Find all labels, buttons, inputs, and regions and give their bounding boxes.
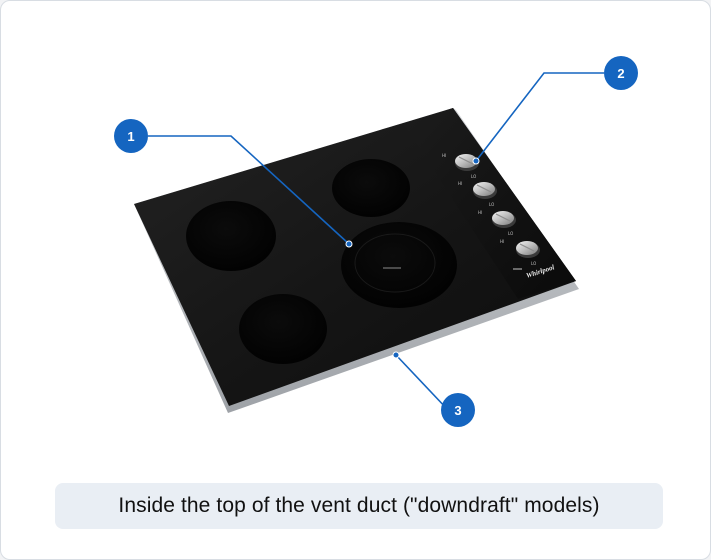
marker-2: 2: [604, 56, 638, 90]
knob-1: HI LO: [442, 153, 479, 179]
hot-surface-indicator: [513, 268, 522, 270]
marker-3-label: 3: [454, 403, 461, 418]
marker-3: 3: [441, 393, 475, 427]
burner-right-rear: [332, 159, 410, 217]
svg-text:LO: LO: [471, 174, 476, 179]
svg-text:HI: HI: [478, 210, 482, 215]
leader-dot-2: [472, 157, 480, 165]
knob-4: HI LO: [500, 239, 540, 266]
leader-dot-1: [345, 240, 353, 248]
burner-left-rear: [186, 201, 276, 271]
caption-box: Inside the top of the vent duct ("downdr…: [55, 483, 663, 529]
svg-text:LO: LO: [489, 202, 494, 207]
cooktop-diagram: HI LO HI LO HI LO HI LO: [114, 56, 638, 427]
leader-line-1: [148, 135, 350, 245]
burner-left-front: [239, 294, 327, 364]
knob-2: HI LO: [458, 181, 497, 207]
leader-lines: [148, 72, 604, 411]
marker-1-label: 1: [127, 129, 134, 144]
caption-text: Inside the top of the vent duct ("downdr…: [118, 494, 600, 517]
svg-text:LO: LO: [508, 231, 513, 236]
svg-text:LO: LO: [531, 261, 536, 266]
knob-3: HI LO: [478, 210, 516, 236]
leader-line-3: [395, 354, 449, 411]
burner-right-front-dual: [341, 222, 457, 308]
leader-line-2: [475, 72, 604, 162]
svg-text:HI: HI: [458, 181, 462, 186]
svg-text:HI: HI: [442, 153, 446, 158]
marker-2-label: 2: [617, 66, 624, 81]
svg-text:HI: HI: [500, 239, 504, 244]
marker-1: 1: [114, 119, 148, 153]
leader-dot-3: [392, 351, 400, 359]
